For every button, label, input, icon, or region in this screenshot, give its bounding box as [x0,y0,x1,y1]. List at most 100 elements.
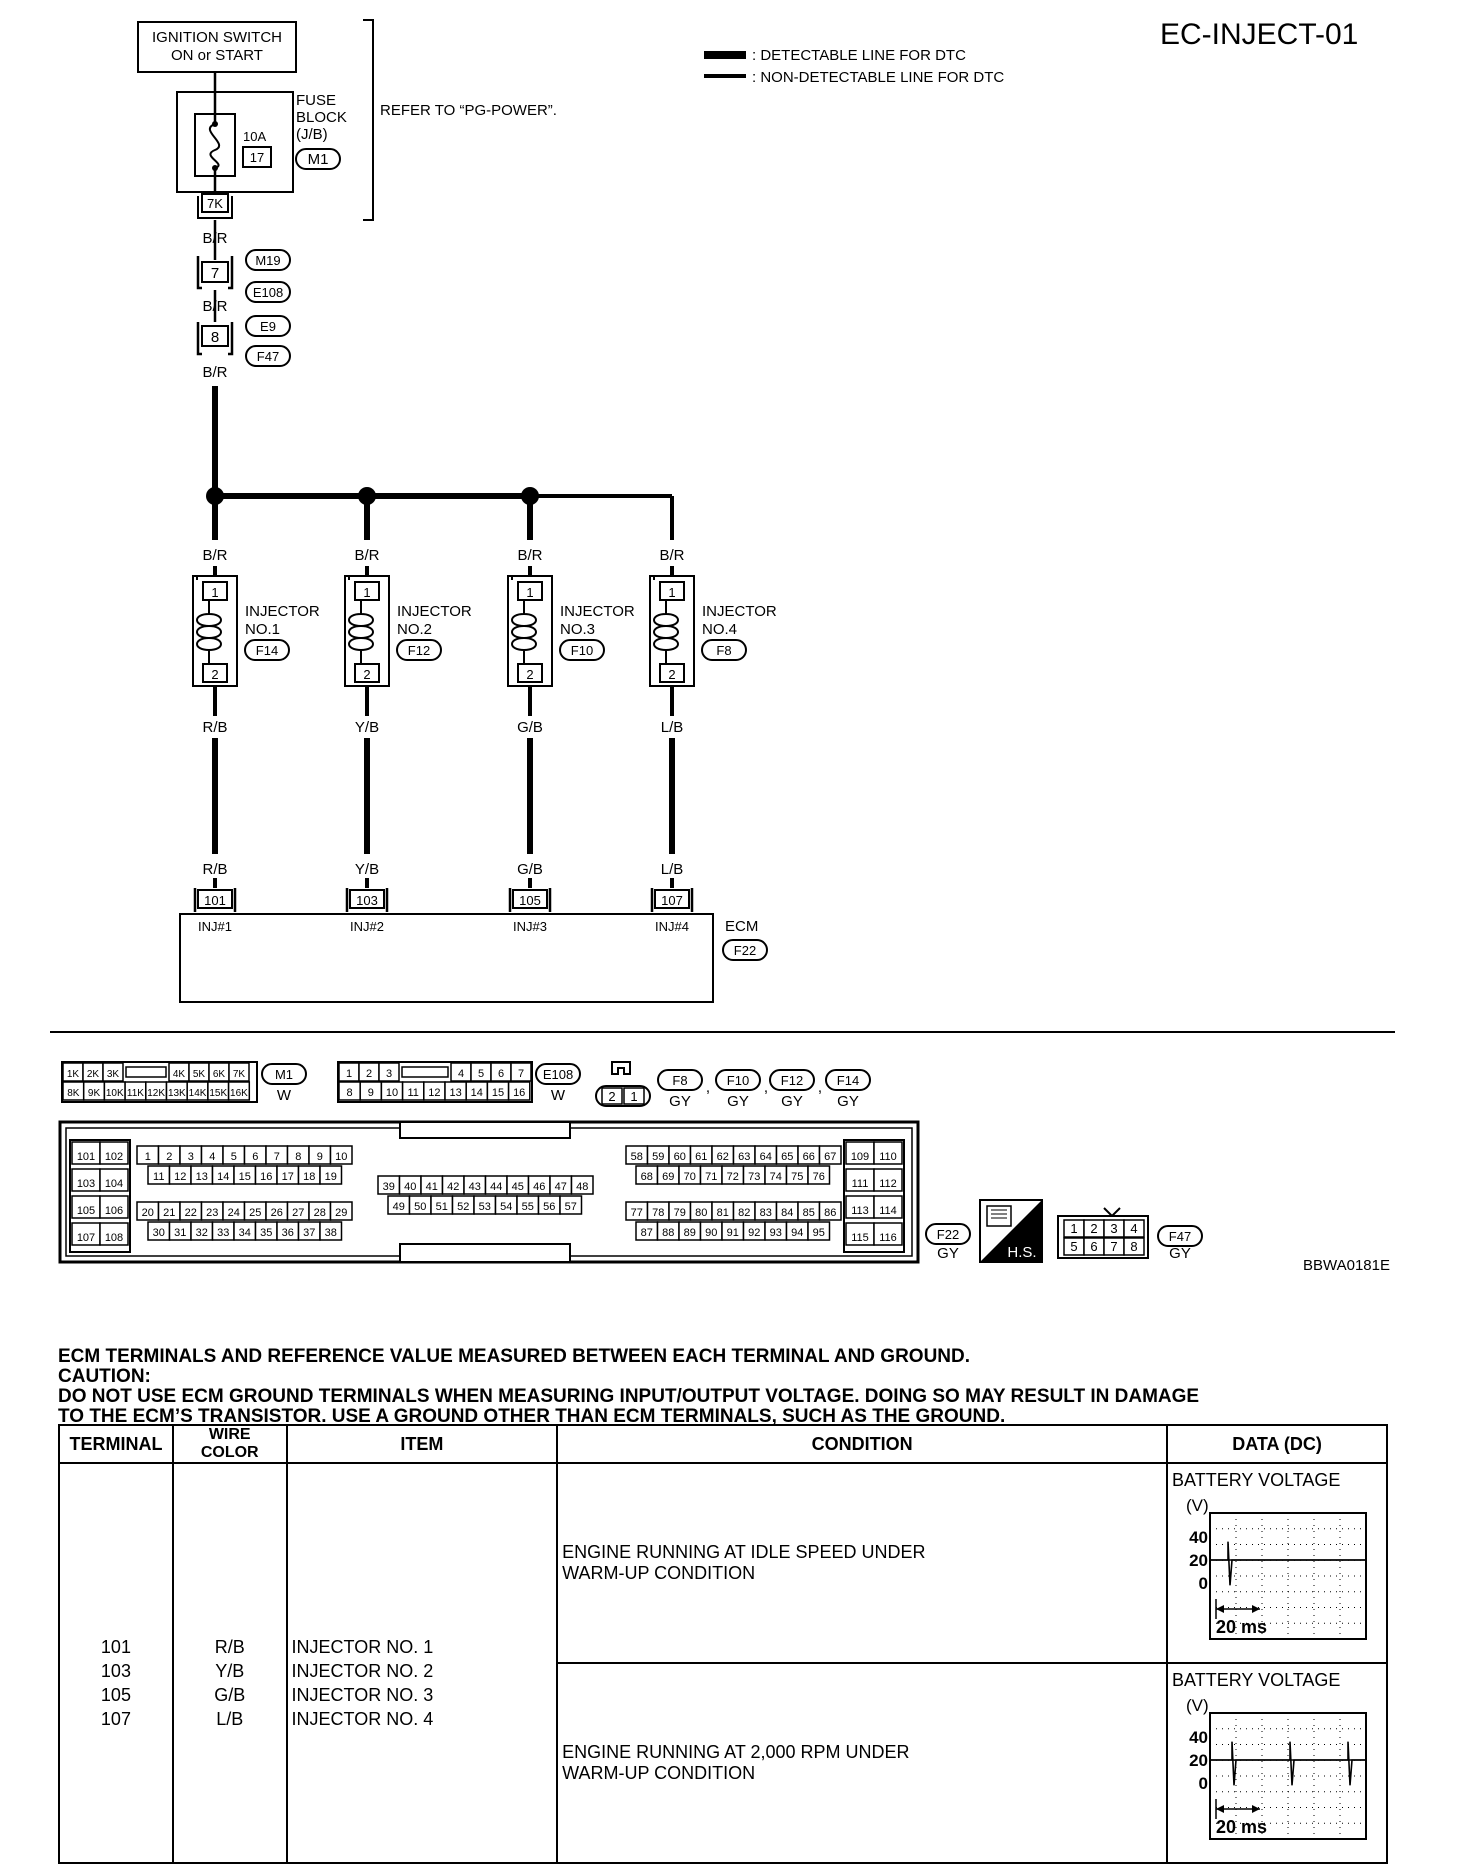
pin-number: 22 [185,1207,197,1219]
pin-number: 30 [153,1227,165,1239]
page-code: EC-INJECT-01 [1160,18,1358,51]
pin-number: 2K [87,1069,100,1080]
coil-icon [653,600,679,666]
connector-id: F10 [727,1073,749,1088]
pin-number: 92 [748,1227,760,1239]
injector-pin-2: 2 [526,667,533,682]
pin-number: 11 [407,1087,418,1099]
item-value: INJECTOR NO. 2 [291,1661,434,1681]
item-value: INJECTOR NO. 4 [291,1709,434,1729]
wire-color-value: G/B [214,1685,246,1705]
scope-unit: (V) [1186,1496,1209,1515]
pin-number: 56 [543,1201,555,1213]
pin-number: 13 [196,1171,208,1183]
pin-number: 13K [168,1088,186,1099]
header-terminal: TERMINAL [58,1424,174,1464]
pin-number: 36 [282,1227,294,1239]
terminal-cell: 101 103 105 107 [58,1462,174,1864]
pin-number: 70 [684,1171,696,1183]
pin-number: 7K [233,1069,246,1080]
pin-number: 10 [335,1151,347,1163]
injector-number: NO.3 [560,621,595,638]
fuse-number: 17 [250,150,264,165]
legend-detectable: : DETECTABLE LINE FOR DTC [752,47,966,64]
pin-number: 39 [383,1181,395,1193]
table-row: 101 103 105 107 R/B Y/B G/B L/B INJECTOR… [58,1462,1388,1864]
injector-pin-1: 1 [526,585,533,600]
injector-out-wire-color: R/B [202,719,227,736]
injector-label: INJECTOR [560,603,635,620]
connector-color: W [551,1087,566,1104]
pin-number: 26 [271,1207,283,1219]
separator: , [706,1079,710,1096]
connector-id: E108 [543,1067,573,1082]
injector-pin-1: 1 [211,585,218,600]
pin-number: 13 [449,1087,461,1099]
fuse-connector: M1 [308,151,329,168]
injector-in-wire-color: B/R [659,547,684,564]
item-cell: INJECTOR NO. 1 INJECTOR NO. 2 INJECTOR N… [285,1462,559,1864]
pin-number: 55 [522,1201,534,1213]
pin-number: 68 [641,1171,653,1183]
pin-number: 108 [105,1232,123,1244]
ecm-wire-color: G/B [517,861,543,878]
connector-id: F12 [781,1073,803,1088]
header-condition: CONDITION [556,1424,1169,1464]
data-title: BATTERY VOLTAGE [1172,1670,1341,1690]
injector-connector: F8 [716,643,731,658]
wire-color-label-3: B/R [202,364,227,381]
pin-number: 69 [662,1171,674,1183]
scope-timebase: 20 ms [1216,1817,1267,1837]
condition-cell: ENGINE RUNNING AT IDLE SPEED UNDER WARM-… [556,1462,1169,1664]
injector-out-wire-color: Y/B [355,719,379,736]
terminal-value: 105 [100,1685,131,1705]
ecm-box: ECM F22 [179,913,768,1003]
separator: , [818,1079,822,1096]
pin-number: 113 [851,1205,869,1217]
pin-number: 27 [292,1207,304,1219]
notes-caution: CAUTION: [58,1366,151,1387]
pin-number: 37 [303,1227,315,1239]
injector-pulse-trace [1210,1741,1367,1786]
injector-pulse-trace [1210,1541,1367,1586]
pin-number: 8K [67,1088,80,1099]
ecm-terminal-label: INJ#2 [350,919,384,934]
ecm-wire-color: Y/B [355,861,379,878]
pin-number: 61 [695,1151,707,1163]
separator: , [764,1079,768,1096]
pin-number: 63 [738,1151,750,1163]
pin-number: 18 [303,1171,315,1183]
injector-connector: F10 [571,643,593,658]
item-value: INJECTOR NO. 3 [291,1685,434,1705]
pin-number: 112 [879,1178,897,1190]
pin-number: 52 [457,1201,469,1213]
pin-number: 60 [674,1151,686,1163]
pin-number: 87 [641,1227,653,1239]
ignition-switch: IGNITION SWITCH ON or START [137,21,297,73]
injector-pin-2: 2 [211,667,218,682]
ecm-wire-color: R/B [202,861,227,878]
wire-color-value: L/B [216,1709,244,1729]
switch-state: ON or START [171,47,263,64]
ecm-terminal-number: 107 [661,893,683,908]
coil-icon [511,600,537,666]
pin-number: 7 [1110,1239,1117,1254]
ecm-terminal-number: 105 [519,893,541,908]
pin-number: 103 [77,1178,95,1190]
injector-connector: F14 [256,643,278,658]
pin-number: 88 [662,1227,674,1239]
pin-number: 21 [163,1207,175,1219]
pin-number: 114 [879,1205,897,1217]
pin-number: 107 [77,1232,95,1244]
pin-number: 42 [447,1181,459,1193]
joint-connector-e9-f47: 8 E9 F47 [196,315,291,367]
terminal-value: 101 [100,1637,131,1657]
image-code: BBWA0181E [1303,1257,1390,1274]
pin-number: 41 [426,1181,438,1193]
